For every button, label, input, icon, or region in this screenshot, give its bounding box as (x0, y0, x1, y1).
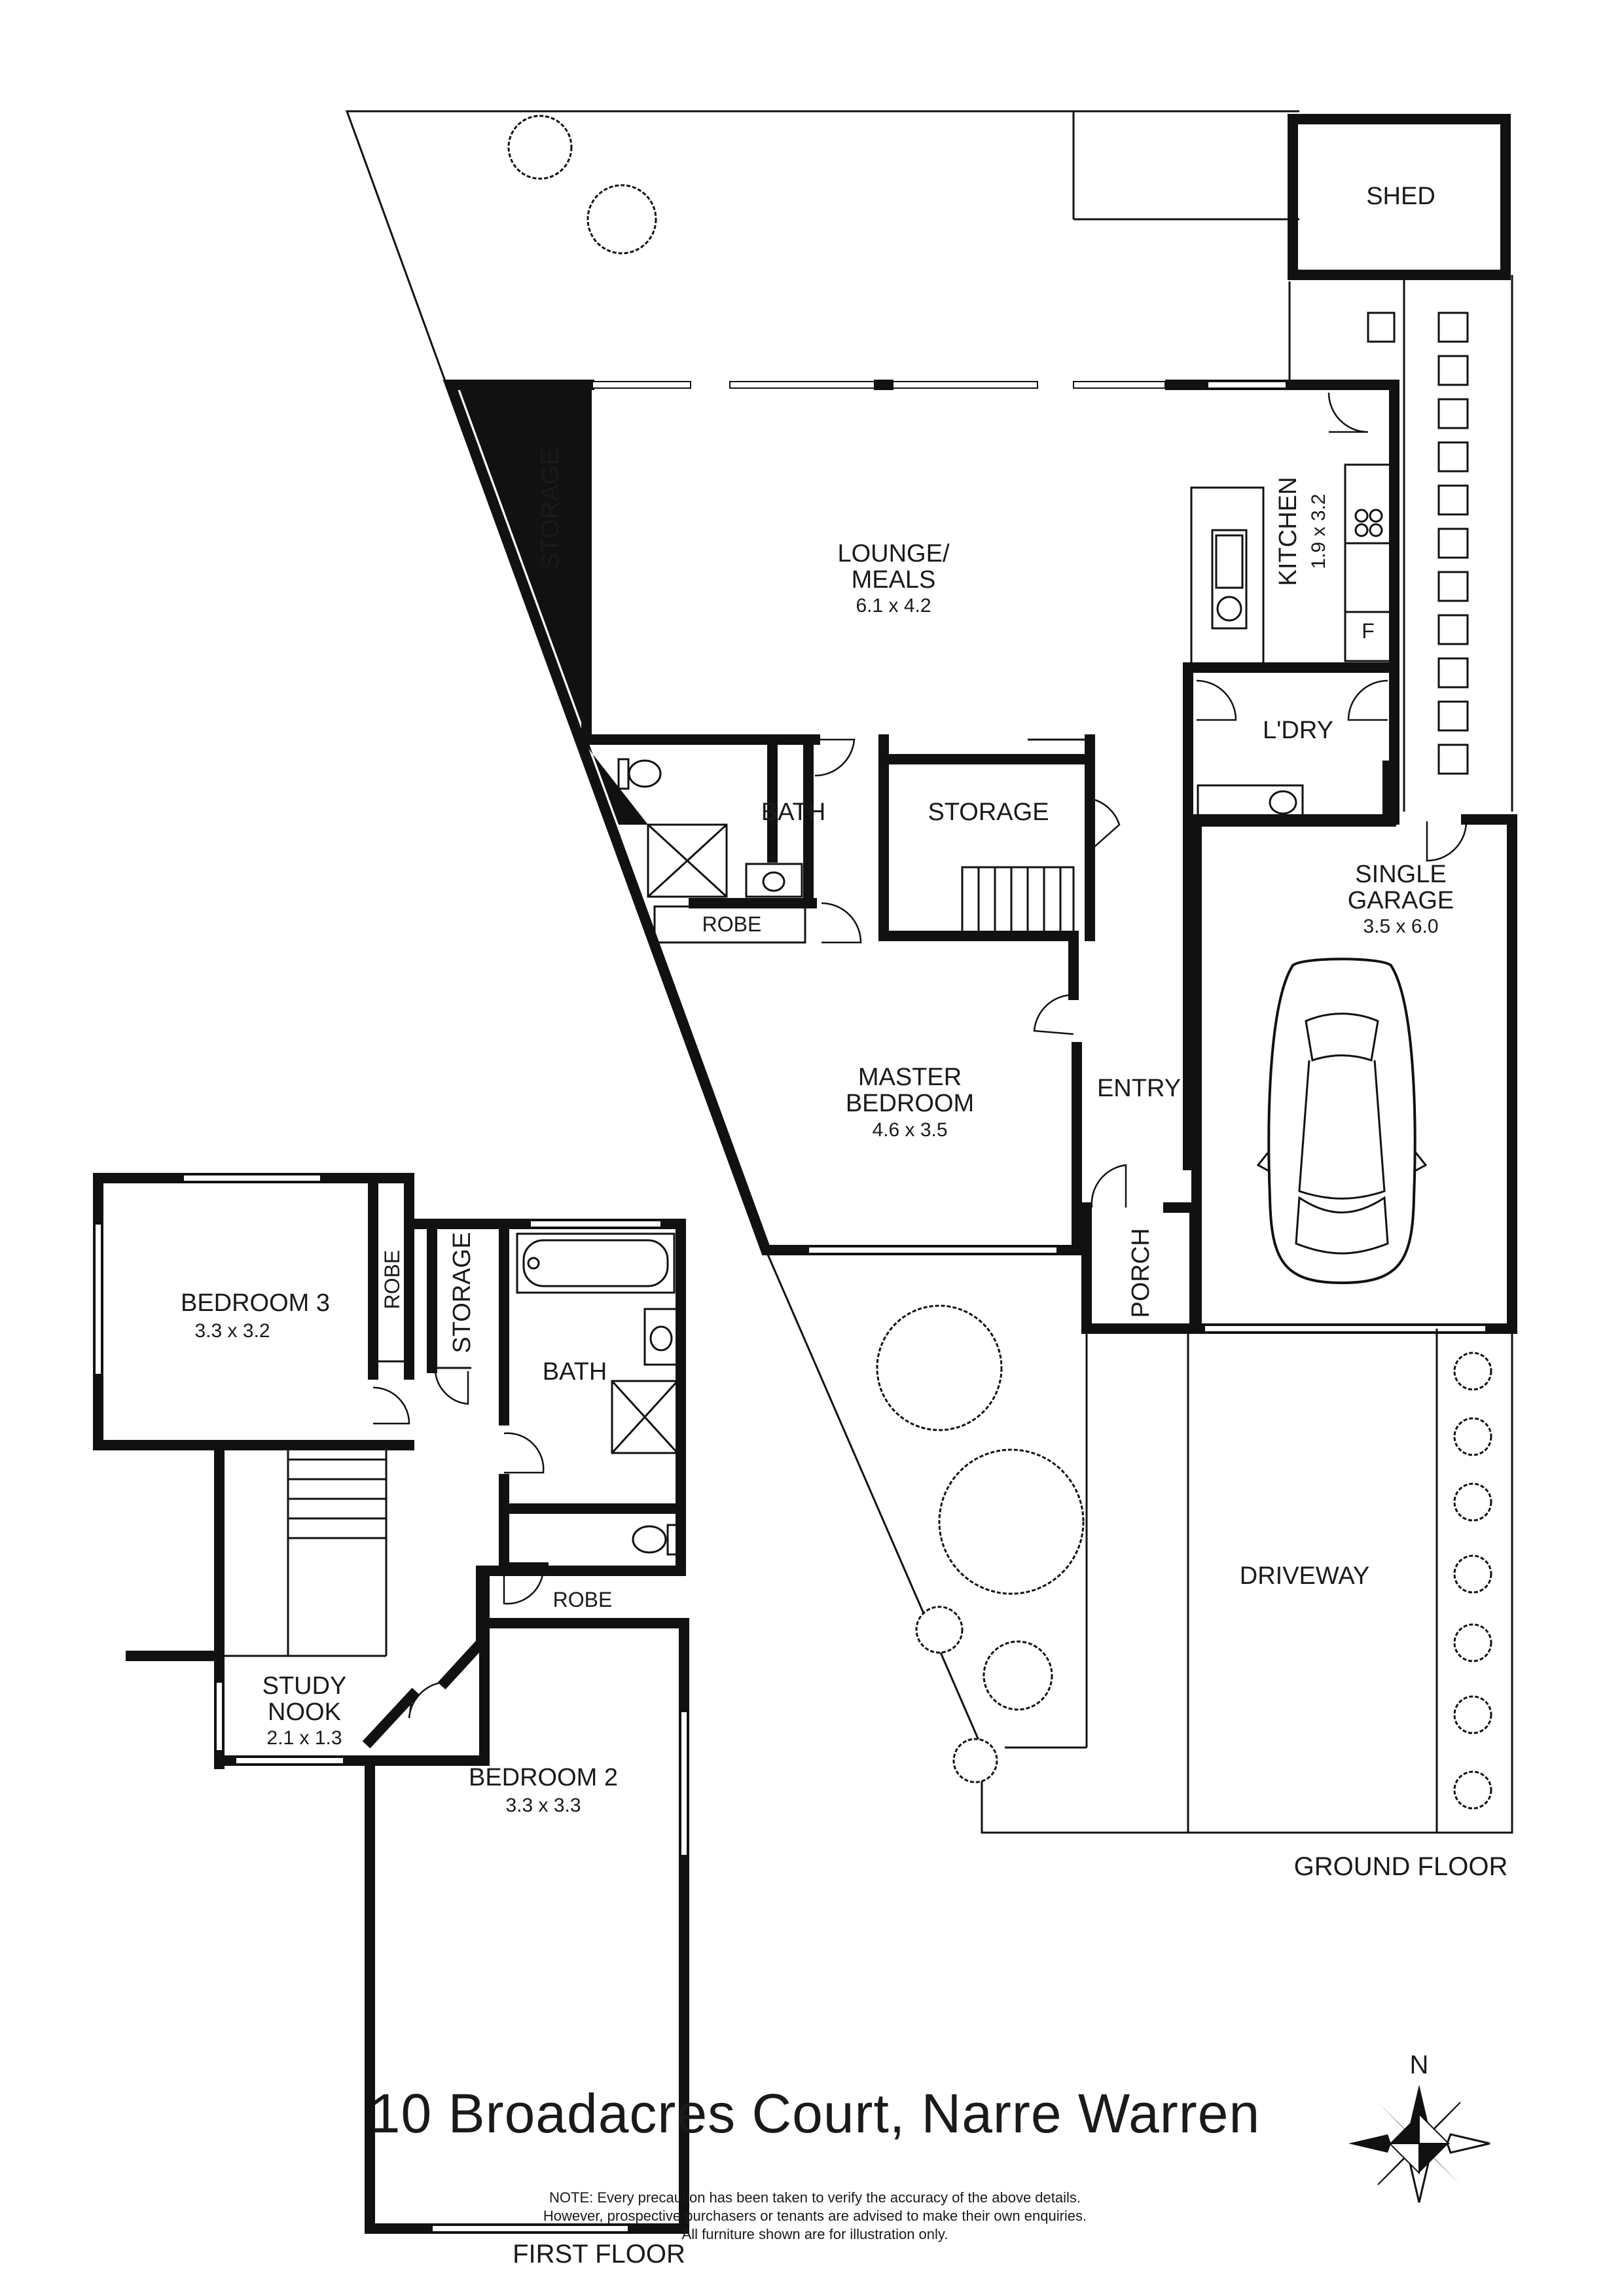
label-kitchen: KITCHEN (1274, 477, 1302, 586)
note-line-1: NOTE: Every precaution has been taken to… (549, 2189, 1081, 2206)
label-ground-floor: GROUND FLOOR (1294, 1852, 1508, 1881)
label-study-dim: 2.1 x 1.3 (266, 1727, 342, 1749)
first-stairs (219, 1445, 388, 1657)
label-bedroom-3: BEDROOM 3 (181, 1289, 330, 1317)
label-fridge: F (1362, 619, 1375, 643)
ground-floor: SHED STORAGE LOUNGE/ MEALS 6.1 x 4.2 KIT… (345, 110, 1517, 1881)
label-lounge: LOUNGE/ (837, 540, 949, 567)
label-bedroom-2-dim: 3.3 x 3.3 (505, 1795, 581, 1816)
label-kitchen-dim: 1.9 x 3.2 (1308, 493, 1329, 569)
label-bedroom-3-dim: 3.3 x 3.2 (194, 1320, 270, 1342)
label-first-robe-vertical: ROBE (380, 1250, 404, 1310)
label-garage: GARAGE (1348, 887, 1454, 914)
label-driveway: DRIVEWAY (1240, 1562, 1369, 1590)
label-bedroom: BEDROOM (846, 1090, 974, 1117)
label-shed: SHED (1366, 183, 1435, 210)
label-meals: MEALS (852, 566, 936, 594)
compass-icon: N (1348, 2051, 1490, 2203)
address-title: 10 Broadacres Court, Narre Warren (370, 2083, 1260, 2144)
label-lounge-dim: 6.1 x 4.2 (856, 595, 931, 617)
tree-icons (507, 115, 1492, 1810)
compass-north-label: N (1410, 2051, 1429, 2079)
label-first-bath: BATH (543, 1358, 607, 1386)
pavers (1367, 312, 1469, 775)
car-icon (1256, 958, 1428, 1285)
label-storage-mid: STORAGE (928, 798, 1049, 826)
ground-stairs (961, 866, 1075, 937)
label-first-robe: ROBE (553, 1588, 613, 1611)
label-garage-dim: 3.5 x 6.0 (1363, 916, 1438, 937)
label-study: STUDY (262, 1672, 347, 1700)
label-porch: PORCH (1127, 1228, 1155, 1318)
label-first-storage: STORAGE (448, 1232, 476, 1353)
ground-robe-box (653, 905, 806, 944)
first-floor: BEDROOM 3 3.3 x 3.2 ROBE STORAGE BATH RO… (93, 1173, 689, 2269)
label-laundry: L'DRY (1263, 717, 1333, 744)
label-first-floor: FIRST FLOOR (513, 2240, 685, 2269)
label-nook: NOOK (268, 1698, 341, 1726)
label-storage-left: STORAGE (537, 448, 564, 569)
label-bedroom-2: BEDROOM 2 (469, 1764, 618, 1791)
shed-walls (1288, 114, 1511, 280)
label-ground-bath: BATH (761, 798, 826, 826)
note-line-3: All furniture shown are for illustration… (682, 2226, 948, 2242)
note-line-2: However, prospective purchasers or tenan… (543, 2208, 1087, 2224)
label-single: SINGLE (1355, 861, 1446, 888)
label-master-dim: 4.6 x 3.5 (872, 1119, 947, 1141)
label-ground-robe: ROBE (702, 912, 762, 936)
label-entry: ENTRY (1097, 1075, 1181, 1102)
label-master: MASTER (858, 1064, 962, 1091)
